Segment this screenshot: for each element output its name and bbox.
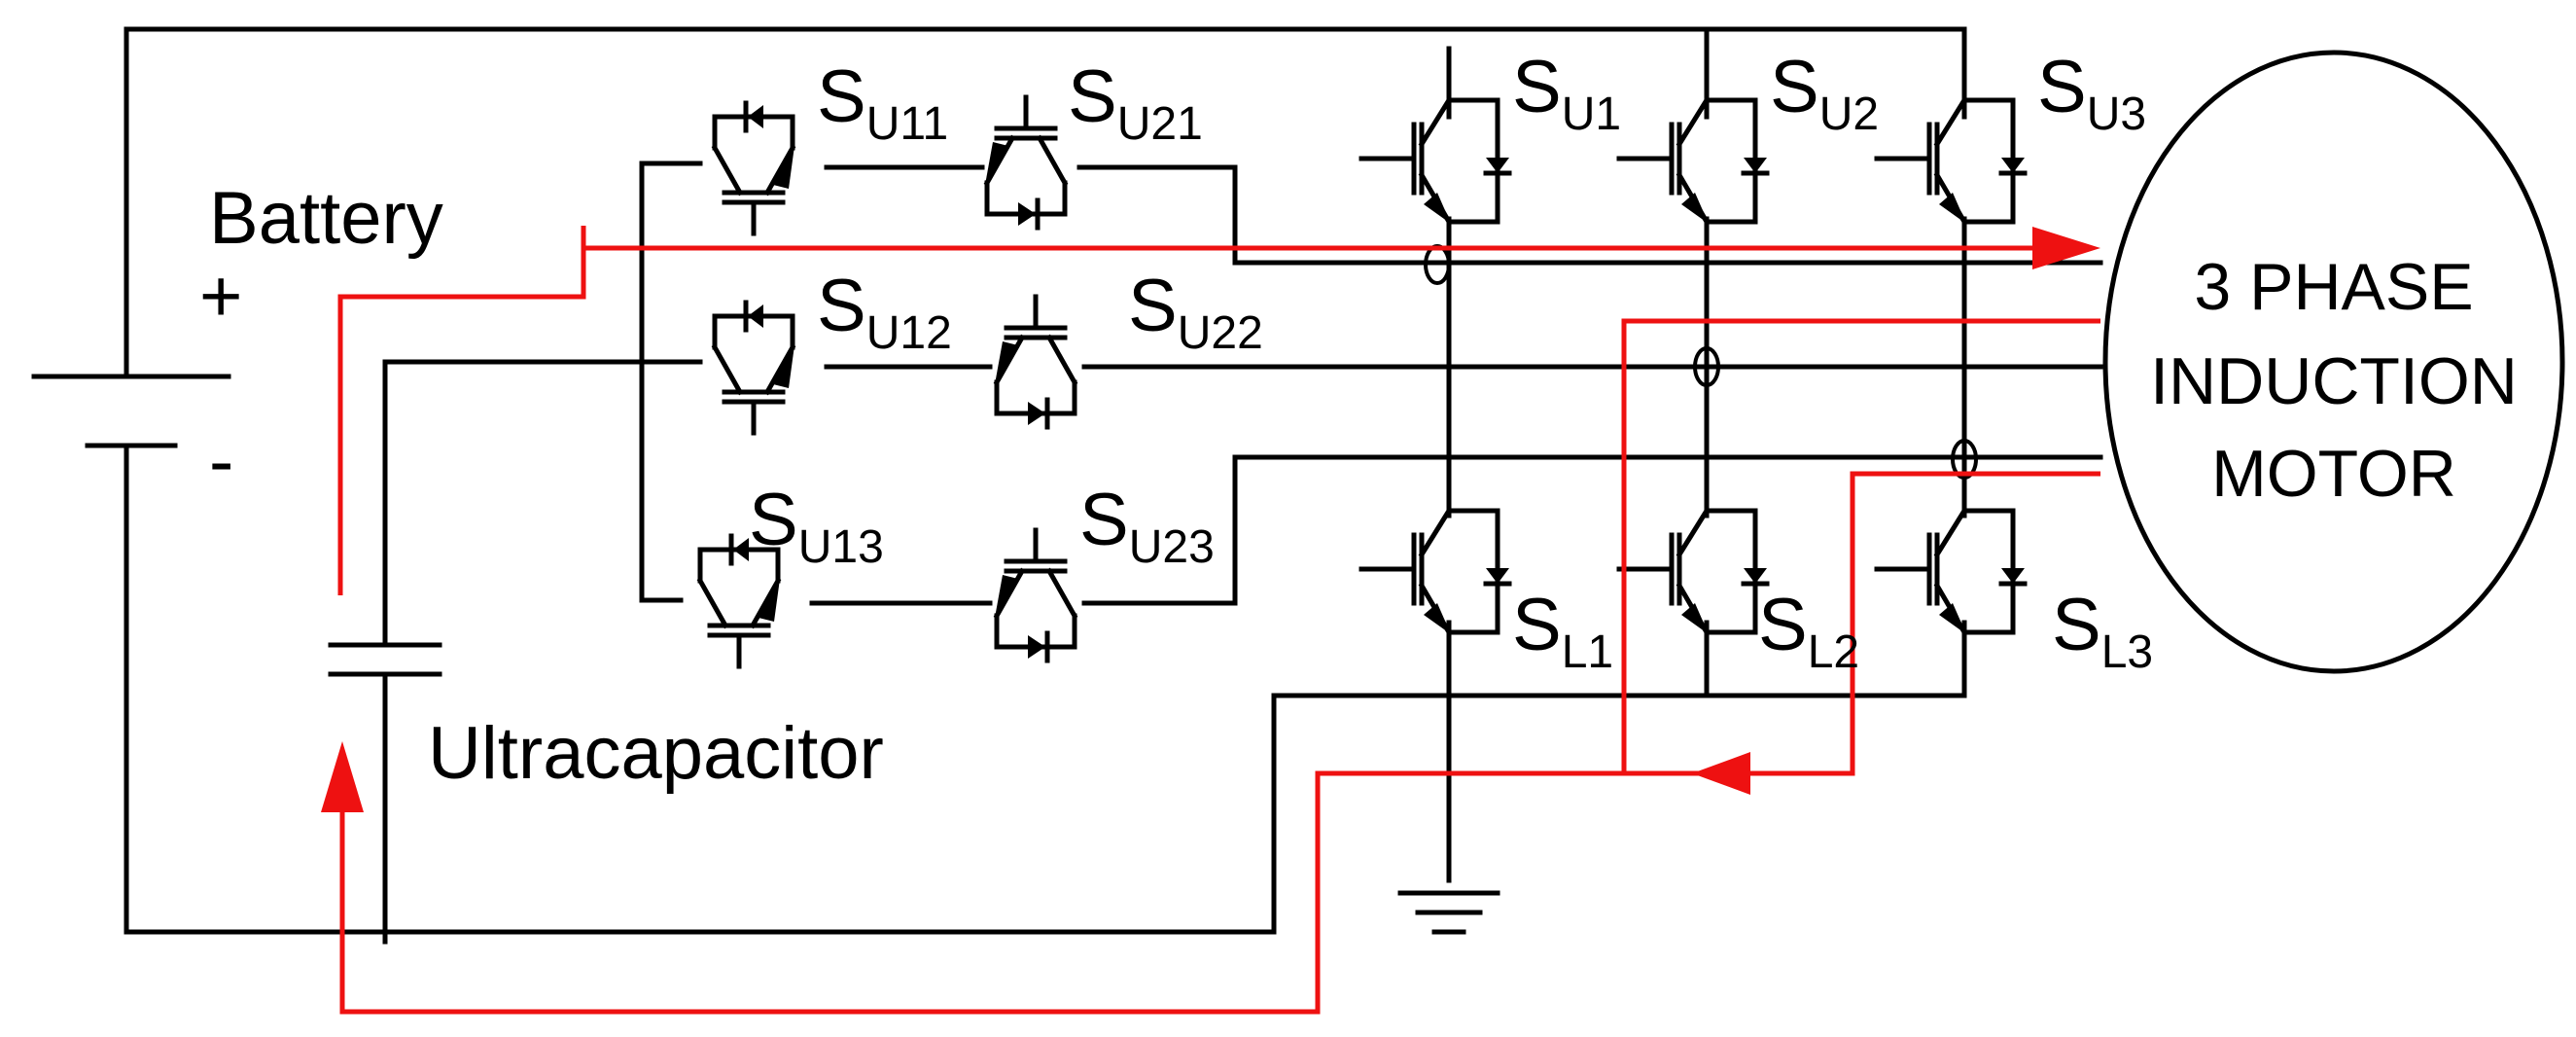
battery-label: Battery [209, 177, 443, 260]
switch-su1 [1361, 100, 1509, 224]
label-su22: SU22 [1128, 265, 1263, 359]
label-su21: SU21 [1068, 55, 1203, 150]
motor-label-line3: MOTOR [2211, 437, 2456, 511]
label-su11: SU11 [817, 55, 948, 150]
label-sl1: SL1 [1512, 584, 1613, 678]
switch-su22 [995, 297, 1075, 427]
ultracapacitor-label: Ultracapacitor [428, 712, 884, 795]
label-su23: SU23 [1079, 479, 1215, 573]
label-su2: SU2 [1770, 46, 1879, 140]
induction-motor: 3 PHASE INDUCTION MOTOR [2102, 50, 2565, 674]
battery-minus-label: - [209, 420, 233, 503]
label-su3: SU3 [2037, 46, 2146, 140]
switch-su3 [1877, 100, 2025, 224]
switch-su23 [995, 530, 1075, 661]
circuit-wiring [31, 26, 2103, 945]
component-labels: Battery + - Ultracapacitor [199, 177, 884, 795]
label-su1: SU1 [1512, 46, 1621, 140]
switch-sl1 [1361, 511, 1509, 634]
switch-su12 [715, 303, 794, 433]
label-sl2: SL2 [1758, 584, 1859, 678]
switch-su21 [985, 97, 1065, 228]
switch-sl2 [1619, 511, 1767, 634]
switch-su2 [1619, 100, 1767, 224]
label-su12: SU12 [817, 265, 952, 359]
switch-labels: SU11 SU21 SU12 SU22 SU13 SU23 SU1 SU2 SU… [749, 46, 2153, 678]
switch-sl3 [1877, 511, 2025, 634]
motor-label-line2: INDUCTION [2150, 344, 2518, 418]
arrow-left-icon [1692, 752, 1750, 795]
switch-su11 [715, 103, 794, 233]
label-sl3: SL3 [2052, 584, 2153, 678]
arrow-right-icon [2032, 227, 2100, 269]
current-path [321, 226, 2100, 1015]
arrow-up-icon [321, 741, 364, 812]
battery-plus-label: + [199, 255, 242, 338]
motor-label-line1: 3 PHASE [2194, 250, 2473, 324]
label-su13: SU13 [749, 479, 884, 573]
